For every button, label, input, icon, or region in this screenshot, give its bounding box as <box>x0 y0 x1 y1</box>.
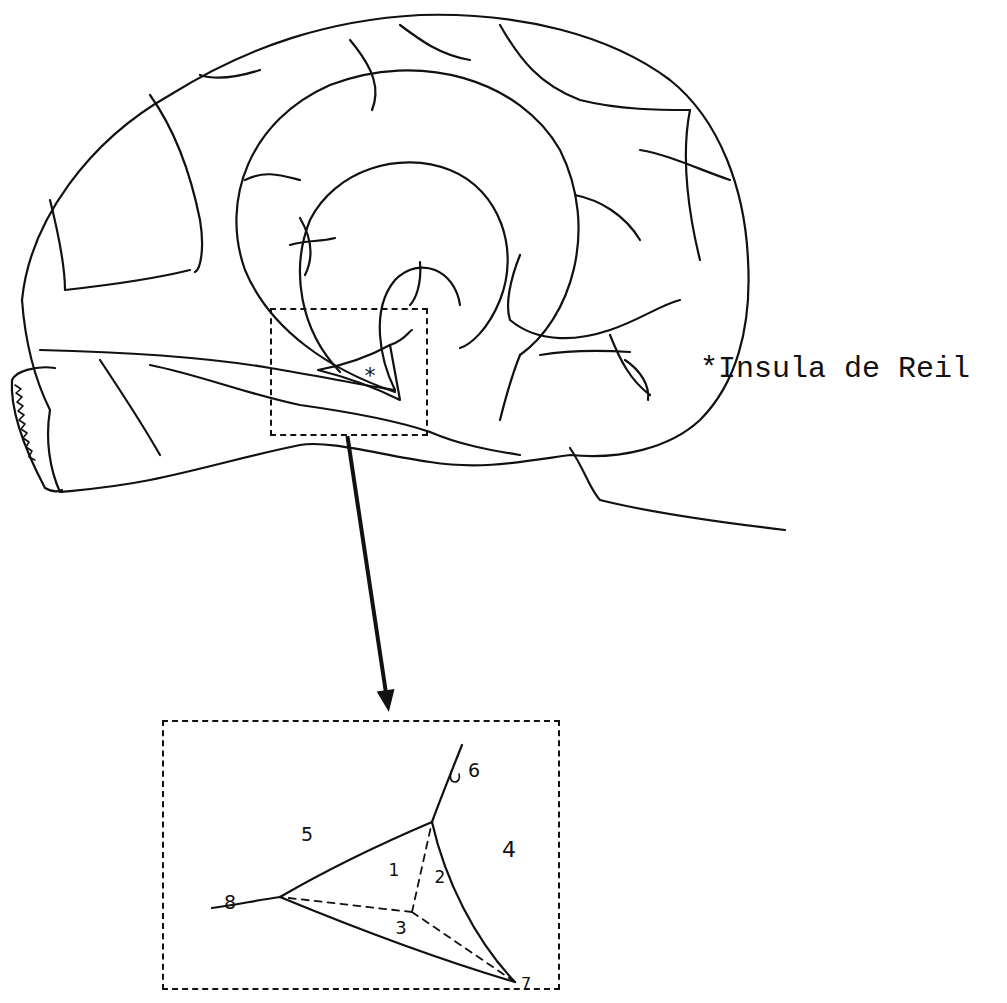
callout-number: 7 <box>521 976 531 992</box>
insula-label: *Insula de Reil <box>700 354 970 384</box>
zoom-edge <box>432 822 515 982</box>
zoom-dashed <box>412 912 515 982</box>
zoom-line-8 <box>212 897 280 908</box>
zoom-edge <box>280 897 515 982</box>
zoom-dashed <box>412 822 432 912</box>
brain-stem <box>570 448 785 530</box>
sulcus <box>290 218 335 275</box>
sulcus <box>100 360 160 455</box>
zoom-squiggle-6 <box>450 770 459 782</box>
callout-number: 4 <box>502 839 516 861</box>
zoom-edge <box>280 822 432 897</box>
jagged-edge <box>15 385 35 460</box>
insula-triangle <box>318 345 400 400</box>
sulcus <box>236 70 578 392</box>
callout-number: 6 <box>468 761 480 780</box>
sulcus <box>610 335 650 400</box>
callout-number: 2 <box>435 869 446 886</box>
arrow-line <box>347 436 386 694</box>
left-lobe <box>12 367 62 491</box>
sulcus <box>508 255 680 338</box>
callout-number: 5 <box>301 825 313 844</box>
zoom-detail-box: 5 1 2 3 4 6 7 8 <box>162 720 560 990</box>
sulcus <box>150 95 202 272</box>
callout-number: 8 <box>224 893 236 912</box>
zoom-line-6 <box>432 745 462 822</box>
sulcus <box>380 268 460 390</box>
sulcus <box>430 432 520 455</box>
sulcus <box>50 200 190 290</box>
arrow-head <box>377 689 395 712</box>
sulcus <box>200 70 260 78</box>
sulcus <box>410 262 420 305</box>
sulcus <box>350 25 470 110</box>
asterisk-mark: * <box>365 365 376 387</box>
sulcus <box>686 110 700 260</box>
brain-outline <box>22 15 749 492</box>
callout-number: 3 <box>395 919 406 937</box>
zoom-arrow <box>347 436 394 712</box>
callout-number: 1 <box>389 862 400 879</box>
sulcus <box>500 25 690 110</box>
sulcus <box>575 195 640 240</box>
zoom-dashed <box>280 897 412 912</box>
sulcus <box>300 162 508 372</box>
sulcus <box>500 355 520 420</box>
sulcus <box>245 174 300 180</box>
zoom-region-box: * <box>270 308 428 436</box>
insula-line <box>390 330 412 345</box>
